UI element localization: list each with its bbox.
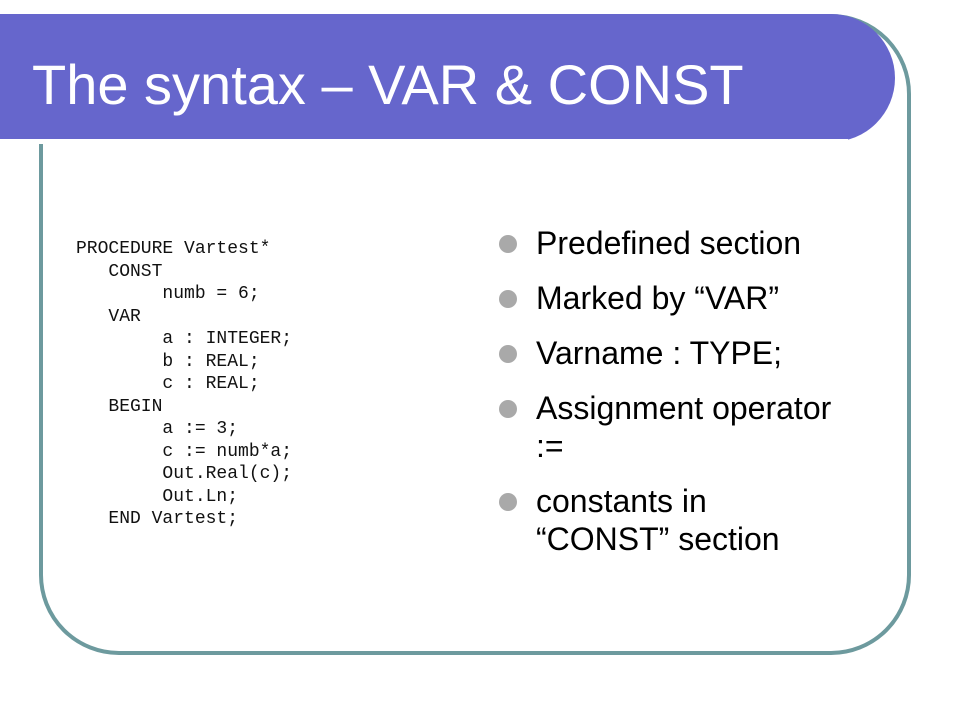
code-line: a := 3; [76, 419, 239, 439]
bullet-text: Varname : TYPE; [536, 335, 783, 371]
code-line: Out.Real(c); [76, 464, 293, 484]
code-line: b : REAL; [76, 351, 260, 372]
bullet-dot-icon [499, 290, 517, 308]
code-line: BEGIN [76, 396, 163, 417]
bullet-item: Predefined section [498, 224, 898, 262]
bullet-dot-icon [499, 400, 517, 418]
code-line: PROCEDURE Vartest* [76, 239, 271, 259]
bullet-text: Marked by “VAR” [536, 280, 780, 316]
code-line: a : INTEGER; [76, 329, 293, 349]
bullet-list: Predefined section Marked by “VAR” Varna… [498, 224, 898, 575]
bullet-item: Marked by “VAR” [498, 279, 898, 317]
bullet-item: constants in “CONST” section [498, 482, 898, 558]
code-line: VAR [76, 306, 141, 327]
code-line: END Vartest; [76, 509, 239, 529]
title-underline [0, 139, 848, 144]
bullet-dot-icon [499, 345, 517, 363]
code-line: c := numb*a; [76, 441, 293, 462]
bullet-text: constants in [536, 483, 707, 519]
bullet-text-continued: “CONST” section [536, 521, 780, 557]
code-line: c : REAL; [76, 374, 260, 394]
bullet-text: Assignment operator [536, 390, 832, 426]
bullet-item: Assignment operator := [498, 389, 898, 465]
code-line: CONST [76, 261, 163, 282]
bullet-text-continued: := [536, 428, 564, 464]
bullet-dot-icon [499, 235, 517, 253]
bullet-text: Predefined section [536, 225, 802, 261]
code-line: numb = 6; [76, 284, 260, 304]
slide-title: The syntax – VAR & CONST [32, 53, 744, 116]
title-bar: The syntax – VAR & CONST [0, 14, 895, 144]
bullet-item: Varname : TYPE; [498, 334, 898, 372]
bullet-dot-icon [499, 493, 517, 511]
code-line: Out.Ln; [76, 486, 239, 507]
code-listing: PROCEDURE Vartest* CONST numb = 6; VAR a… [76, 238, 292, 531]
